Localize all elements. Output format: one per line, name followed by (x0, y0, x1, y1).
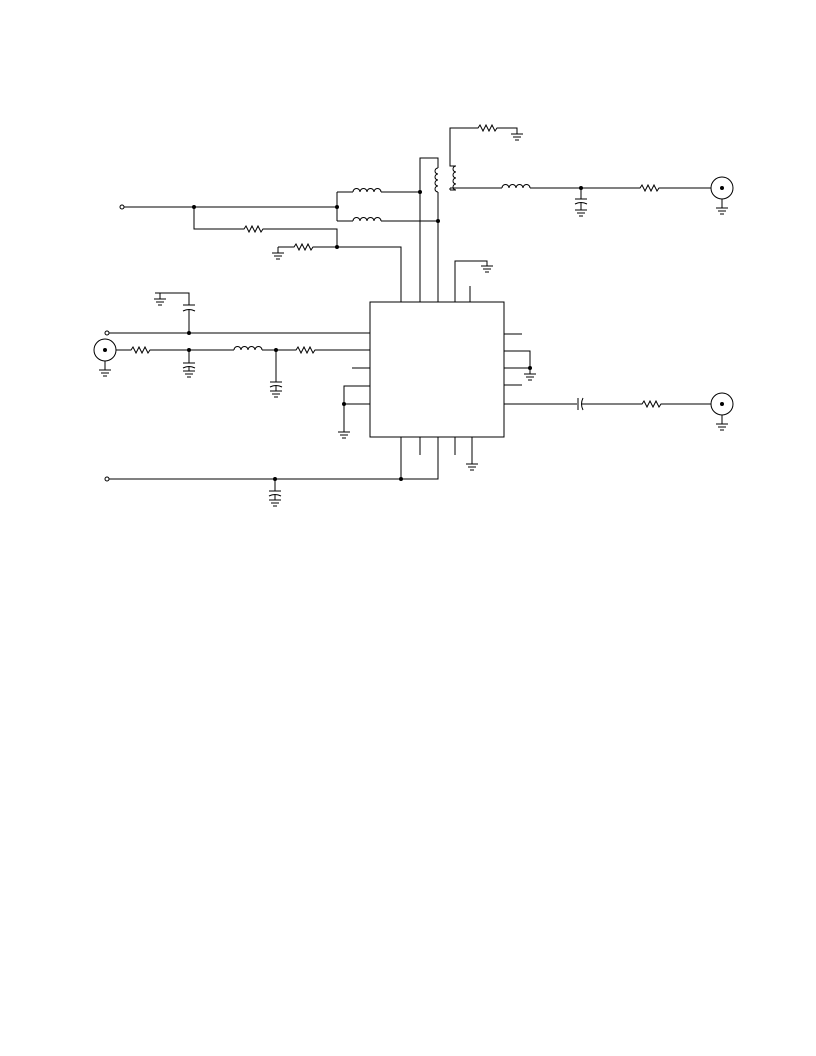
inductor (352, 217, 382, 222)
resistor (242, 224, 265, 234)
inductor (501, 184, 531, 189)
input-terminal-bottom (104, 476, 110, 482)
capacitor-to-ground (574, 188, 588, 217)
coax-connector-output-2 (710, 392, 734, 431)
inductor (352, 188, 382, 193)
coax-connector-output-1 (710, 176, 734, 215)
capacitor-to-ground (269, 350, 283, 398)
ground-symbol (154, 298, 166, 306)
capacitor (182, 304, 196, 333)
ground-symbol (511, 133, 523, 141)
ic-chip (369, 301, 505, 438)
input-terminal-top (119, 204, 125, 210)
ground-symbol (272, 252, 284, 260)
ground-symbol (481, 265, 493, 273)
ground-symbol (466, 463, 478, 471)
resistor (638, 183, 711, 193)
resistor (129, 345, 152, 355)
inductor (233, 346, 263, 351)
ground-symbol (338, 431, 350, 439)
transformer (419, 127, 461, 302)
input-terminal-mid (104, 330, 110, 336)
resistor (461, 123, 518, 134)
resistor (294, 345, 317, 355)
ground-symbol (524, 373, 536, 381)
capacitor-to-ground (268, 479, 282, 507)
coax-connector-input (93, 338, 117, 377)
input-net-top (119, 188, 440, 302)
capacitor-to-ground (182, 350, 196, 378)
resistor (292, 242, 315, 252)
capacitor-series (577, 397, 584, 411)
resistor (640, 399, 711, 409)
